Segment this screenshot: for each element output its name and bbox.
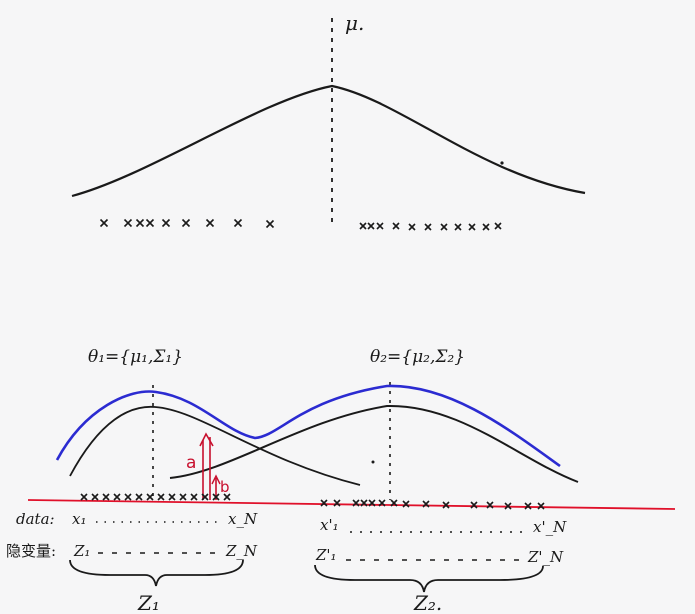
data-point-mark — [135, 493, 143, 501]
latent-z2-right: Z'_N — [527, 548, 564, 566]
latent-row-label: 隐变量: — [6, 542, 56, 560]
data-point-mark — [233, 218, 243, 228]
data-point-mark — [124, 493, 132, 501]
data-x2-right: x'_N — [533, 518, 567, 536]
data-point-mark — [408, 223, 416, 231]
data-point-mark — [402, 500, 410, 508]
latent-z1-left: Z₁ — [73, 542, 90, 560]
data-point-mark — [113, 493, 121, 501]
component2-gaussian-curve — [169, 404, 579, 483]
data-point-mark — [424, 223, 432, 231]
data-point-mark — [360, 499, 368, 507]
data-point-mark — [205, 218, 215, 228]
data-x1-left: x₁ — [72, 510, 86, 528]
data-point-mark — [442, 501, 450, 509]
data-point-mark — [368, 499, 376, 507]
data-point-mark — [91, 493, 99, 501]
bottom-right-data-points — [320, 499, 545, 510]
data-point-mark — [223, 493, 231, 501]
data-point-mark — [168, 493, 176, 501]
data-point-mark — [190, 493, 198, 501]
data-point-mark — [504, 502, 512, 510]
latent-z2-left: Z'₁ — [315, 546, 337, 564]
data-point-mark — [146, 493, 154, 501]
top-right-data-points — [359, 222, 502, 231]
theta2-label: θ₂={μ₂,Σ₂} — [370, 347, 465, 367]
data-point-mark — [454, 223, 462, 231]
data-point-mark — [392, 222, 400, 230]
data-point-mark — [102, 493, 110, 501]
data-x2-left: x'₁ — [320, 516, 339, 534]
data-point-mark — [468, 223, 476, 231]
data-point-mark — [378, 499, 386, 507]
a-b-annotation: a b — [186, 432, 230, 500]
data-point-mark — [80, 493, 88, 501]
data-point-mark — [179, 493, 187, 501]
data-point-mark — [320, 499, 328, 507]
data-point-mark — [524, 502, 532, 510]
data-point-mark — [157, 493, 165, 501]
data-point-mark — [376, 222, 384, 230]
data-point-mark — [422, 500, 430, 508]
top-gaussian-curve — [71, 84, 586, 198]
data-point-mark — [181, 218, 191, 228]
latent-z1-right: Z_N — [225, 542, 258, 560]
data-point-mark — [390, 499, 398, 507]
data-point-mark — [482, 223, 490, 231]
data-x1-right: x_N — [228, 510, 258, 528]
top-left-data-points — [99, 218, 275, 229]
data-point-mark — [123, 218, 133, 228]
group2-brace — [314, 564, 544, 593]
data-point-mark — [212, 493, 220, 501]
data-point-mark — [359, 222, 367, 230]
ink-dot — [371, 460, 375, 464]
theta1-label: θ₁={μ₁,Σ₁} — [88, 347, 183, 367]
data-point-mark — [161, 218, 171, 228]
data-point-mark — [440, 223, 448, 231]
data-row-label: data: — [16, 510, 55, 528]
arrow-b-head — [211, 474, 221, 485]
red-baseline — [27, 499, 676, 510]
component1-gaussian-curve — [69, 405, 361, 486]
ink-dot — [500, 161, 504, 165]
mixture-density-curve — [55, 384, 561, 468]
data-point-mark — [135, 218, 145, 228]
data-point-mark — [537, 502, 545, 510]
group2-label: Z₂. — [413, 591, 442, 614]
bottom-left-data-points — [80, 493, 231, 501]
data-point-mark — [352, 499, 360, 507]
b-label: b — [220, 478, 230, 496]
data-point-mark — [265, 219, 275, 229]
data-point-mark — [145, 218, 155, 228]
data-point-mark — [470, 501, 478, 509]
a-label: a — [186, 453, 196, 473]
data-point-mark — [201, 493, 209, 501]
arrow-a-head — [199, 432, 214, 447]
bottom-mixture: θ₁={μ₁,Σ₁} θ₂={μ₂,Σ₂} a b data: x₁ x_N x… — [6, 347, 676, 614]
data-point-mark — [99, 218, 109, 228]
data-point-mark — [494, 222, 502, 230]
data-point-mark — [367, 222, 375, 230]
data-point-mark — [486, 501, 494, 509]
top-single-gaussian: μ. — [71, 11, 586, 231]
group1-brace — [69, 559, 244, 587]
top-mu-label: μ. — [345, 11, 364, 35]
group1-label: Z₁ — [137, 591, 160, 614]
data-point-mark — [333, 499, 341, 507]
